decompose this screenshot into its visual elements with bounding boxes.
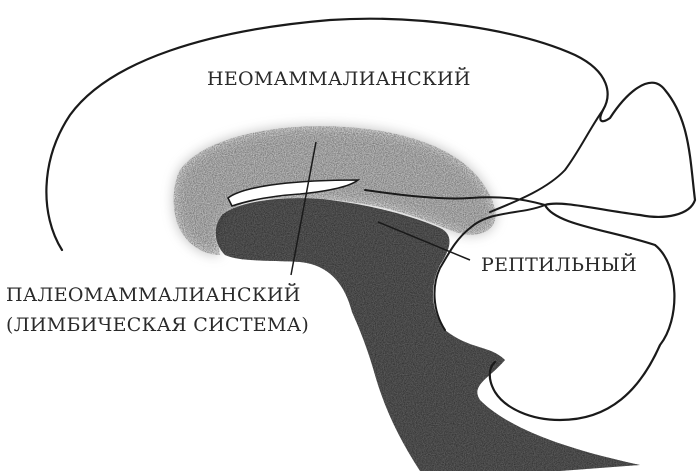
reptilian-label: РЕПТИЛЬНЫЙ — [481, 253, 637, 276]
occipital-fold — [490, 110, 603, 212]
neomammalian-label: НЕОМАММАЛИАНСКИЙ — [207, 67, 471, 90]
limbic-system-label: (ЛИМБИЧЕСКАЯ СИСТЕМА) — [6, 314, 309, 336]
paleomammalian-label: ПАЛЕОМАММАЛИАНСКИЙ — [6, 283, 301, 306]
